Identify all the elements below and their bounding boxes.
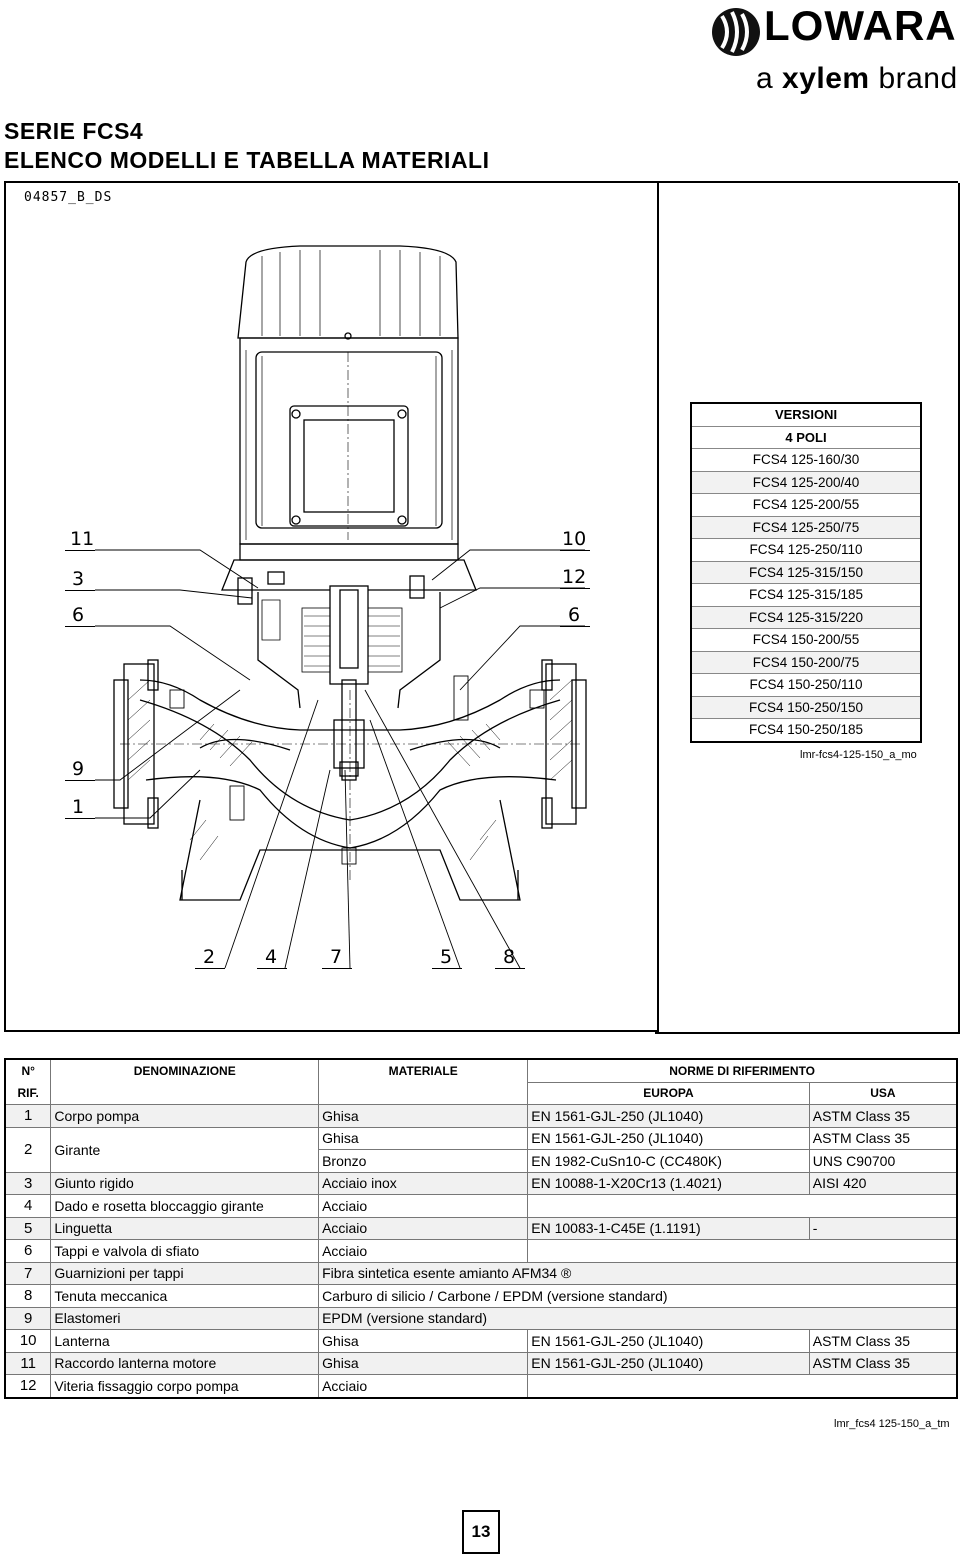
model-row: FCS4 125-200/40 <box>691 470 921 494</box>
doc-code: 04857_B_DS <box>24 190 113 205</box>
model-row: FCS4 125-315/150 <box>691 560 921 584</box>
model-row: FCS4 125-200/55 <box>691 493 921 516</box>
callout-9: 9 <box>72 758 85 780</box>
callout-12: 12 <box>562 566 587 588</box>
page-subtitle: ELENCO MODELLI E TABELLA MATERIALI <box>4 147 490 173</box>
callout-1: 1 <box>72 796 85 818</box>
callout-8: 8 <box>503 946 516 968</box>
callout-11: 11 <box>70 528 95 550</box>
model-row: FCS4 125-315/185 <box>691 583 921 606</box>
callout-4: 4 <box>265 946 278 968</box>
model-row: FCS4 150-200/75 <box>691 650 921 674</box>
model-row: FCS4 150-250/150 <box>691 695 921 719</box>
divider <box>4 181 958 183</box>
header-n: N° <box>4 1058 52 1082</box>
page-number: 13 <box>462 1510 500 1554</box>
model-row: FCS4 150-250/185 <box>691 718 921 742</box>
model-row: FCS4 150-250/110 <box>691 673 921 696</box>
versions-note: lmr-fcs4-125-150_a_mo <box>800 749 917 761</box>
logo-tagline: a xylem brand <box>756 62 958 95</box>
model-row: FCS4 150-200/55 <box>691 628 921 651</box>
drawing-frame <box>4 183 659 1032</box>
callout-7: 7 <box>330 946 343 968</box>
versions-header: VERSIONI <box>774 407 838 423</box>
materials-note: lmr_fcs4 125-150_a_tm <box>834 1418 950 1430</box>
versions-frame <box>655 183 960 1034</box>
model-row: FCS4 125-160/30 <box>691 448 921 471</box>
model-row: FCS4 125-315/220 <box>691 605 921 629</box>
pump-section-drawing <box>95 245 587 969</box>
model-row: FCS4 125-250/75 <box>691 515 921 539</box>
header-denominazione: DENOMINAZIONE <box>50 1058 320 1105</box>
callout-2: 2 <box>203 946 216 968</box>
logo-brand: LOWARA <box>764 2 957 49</box>
header-europa: EUROPA <box>527 1081 810 1105</box>
versions-table: VERSIONI 4 POLI FCS4 125-160/30 FCS4 125… <box>690 402 922 743</box>
header-rif: RIF. <box>4 1082 52 1105</box>
page-title: SERIE FCS4 <box>4 118 144 144</box>
materials-table: N° DENOMINAZIONE MATERIALE NORME DI RIFE… <box>4 1058 958 1399</box>
header-usa: USA <box>808 1081 958 1105</box>
callout-3: 3 <box>72 568 85 590</box>
model-row: FCS4 125-250/110 <box>691 538 921 561</box>
lowara-logo-icon <box>712 8 760 56</box>
versions-subheader: 4 POLI <box>691 425 921 449</box>
callout-6-right: 6 <box>568 604 581 626</box>
callout-6-left: 6 <box>72 604 85 626</box>
callout-10: 10 <box>562 528 587 550</box>
header-norme: NORME DI RIFERIMENTO <box>527 1058 958 1083</box>
callout-5: 5 <box>440 946 453 968</box>
header-materiale: MATERIALE <box>318 1058 529 1105</box>
